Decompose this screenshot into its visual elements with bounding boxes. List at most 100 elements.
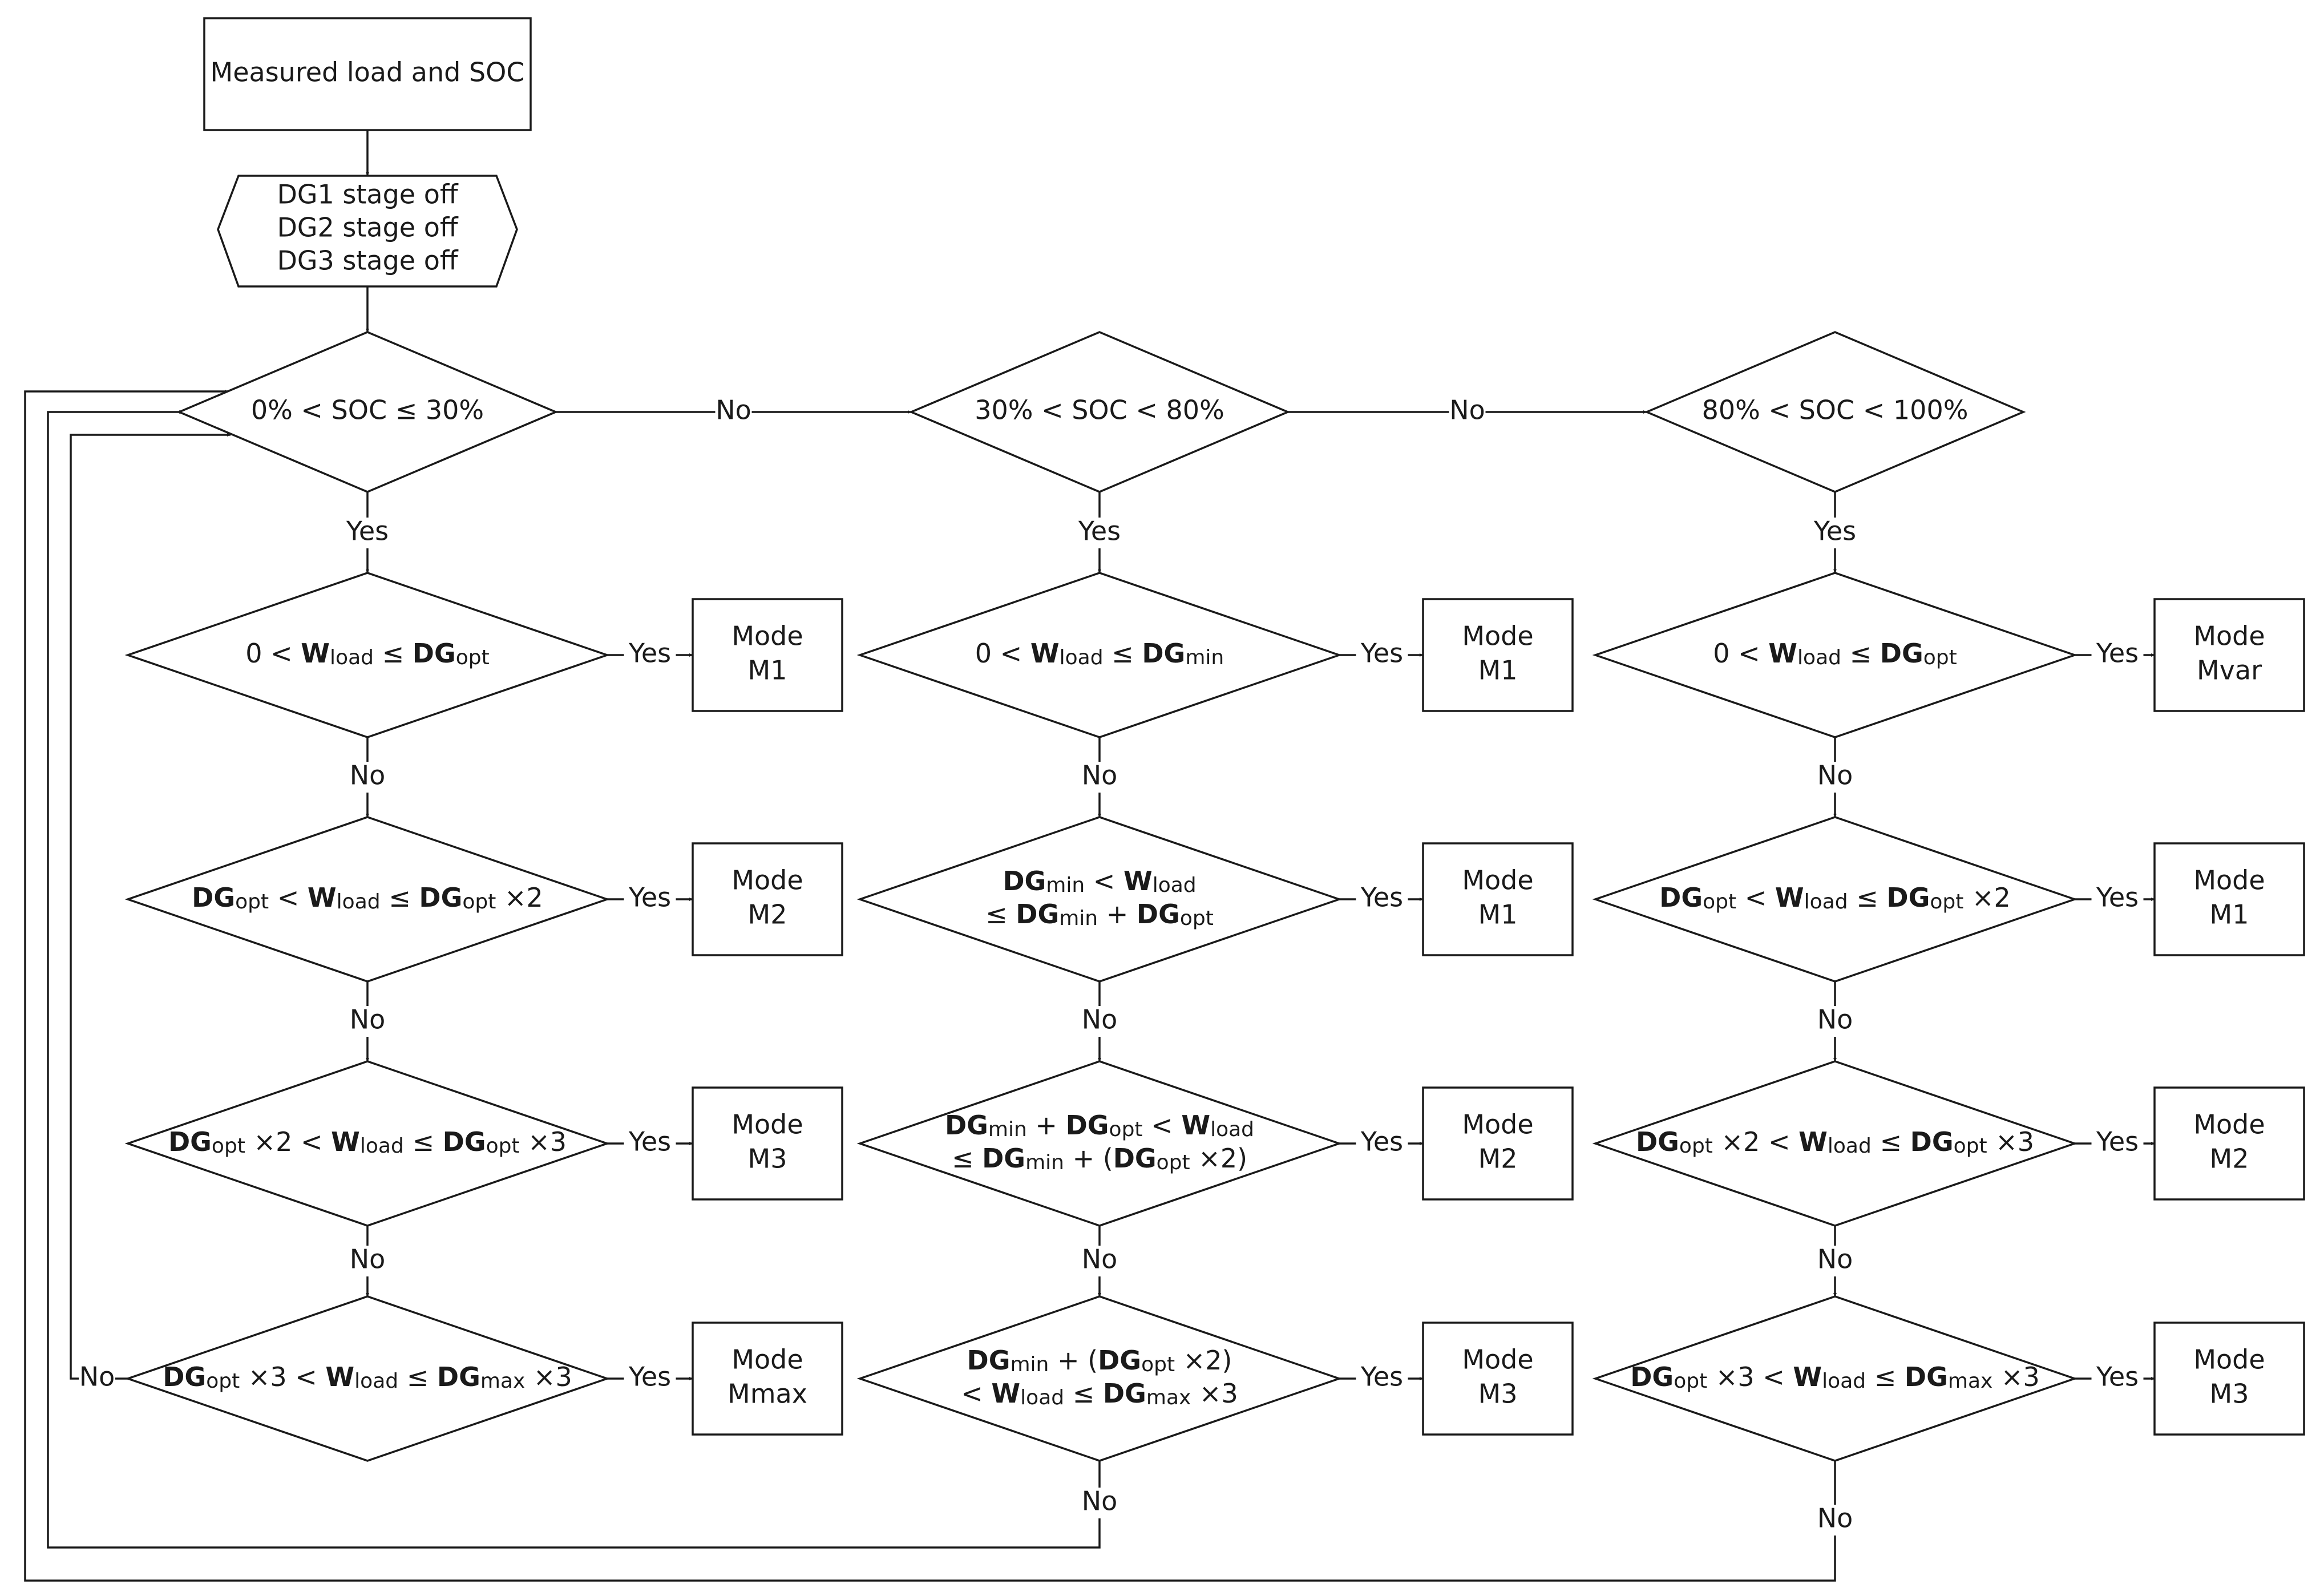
- col1-condition-2-seg-1-3: <: [269, 882, 308, 913]
- col3-mode-word-1: Mode: [2193, 621, 2265, 652]
- col3-condition-3-yes-label: Yes: [2096, 1126, 2139, 1157]
- col1-condition-2-seg-1-4: W: [308, 882, 337, 913]
- col2-condition-4-line-1: DGmin + (DGopt ×2): [967, 1345, 1232, 1377]
- soc-diamond-1: [176, 331, 559, 493]
- col3-condition-2-seg-1-6: ≤: [1848, 882, 1887, 913]
- col1-condition-4-seg-1-1: DG: [163, 1361, 206, 1392]
- col1-mode-name-2: M2: [748, 899, 787, 930]
- col3-mode-word-4: Mode: [2193, 1344, 2265, 1375]
- col1-condition-1-no-label: No: [350, 760, 386, 791]
- col2-condition-2-no-label: No: [1082, 1004, 1118, 1035]
- col2-mode-name-2: M1: [1478, 899, 1518, 930]
- col3-condition-3-seg-1-5: load: [1828, 1134, 1872, 1158]
- col2-condition-1-line-1: 0 < Wload ≤ DGmin: [975, 638, 1224, 670]
- col2-condition-2-yes-label: Yes: [1360, 882, 1403, 913]
- col3-condition-4-seg-1-3: ×3 <: [1707, 1361, 1793, 1392]
- col2-condition-3-seg-1-1: DG: [945, 1110, 988, 1141]
- col3-condition-4-yes-label: Yes: [2096, 1361, 2139, 1392]
- col3-mode-name-3: M2: [2210, 1144, 2249, 1174]
- col2-mode-word-2: Mode: [1462, 865, 1533, 896]
- loop-col2-no-label: No: [1082, 1486, 1118, 1517]
- col2-condition-2-seg-2-3: min: [1059, 907, 1098, 930]
- col2-condition-4-seg-2-1: <: [961, 1378, 991, 1409]
- col2-condition-3-seg-1-6: <: [1143, 1110, 1182, 1141]
- soc2-yes-label-bg: [1073, 518, 1126, 548]
- col2-condition-2-line-1: DGmin < Wload: [1003, 866, 1196, 898]
- col3-condition-1-diamond: [1592, 572, 2078, 738]
- col2-mode-name-3: M2: [1478, 1144, 1518, 1174]
- col3-condition-3-yes-label-bg: [2091, 1128, 2144, 1159]
- col3-condition-1-seg-1-5: DG: [1880, 638, 1923, 669]
- col2-condition-2-seg-2-6: opt: [1180, 907, 1214, 930]
- col3-condition-4-yes-label-bg: [2091, 1363, 2144, 1394]
- col3-condition-1-seg-1-3: load: [1797, 646, 1841, 669]
- col2-condition-1-seg-1-6: min: [1185, 646, 1224, 669]
- col3-condition-3-seg-1-8: opt: [1954, 1134, 1987, 1158]
- col3-condition-1-line-1: 0 < Wload ≤ DGopt: [1713, 638, 1957, 670]
- col2-condition-4-seg-1-6: ×2): [1175, 1345, 1232, 1376]
- col2-condition-2-seg-1-2: min: [1046, 874, 1085, 897]
- col1-condition-1-seg-1-4: ≤: [374, 638, 413, 669]
- col1-mode-name-3: M3: [748, 1144, 787, 1174]
- col1-condition-3-seg-1-2: opt: [212, 1134, 245, 1158]
- col2-condition-1-yes-label: Yes: [1360, 638, 1403, 669]
- col1-mode-word-2: Mode: [731, 865, 803, 896]
- col3-condition-2-line-1: DGopt < Wload ≤ DGopt ×2: [1659, 882, 2011, 914]
- col2-condition-4-yes-label-bg: [1356, 1363, 1408, 1394]
- col3-mode-box-3: [2153, 1086, 2305, 1201]
- col2-condition-3-seg-1-3: +: [1027, 1110, 1066, 1141]
- prep-line-1: DG1 stage off: [277, 179, 458, 210]
- col2-condition-3-seg-1-8: load: [1210, 1118, 1254, 1141]
- soc-diamond-3: [1644, 331, 2026, 493]
- col2-condition-1-seg-1-2: W: [1030, 638, 1060, 669]
- col3-condition-3-no-label: No: [1817, 1244, 1853, 1275]
- col1-condition-2-no-label: No: [350, 1004, 386, 1035]
- col1-condition-3-yes-label: Yes: [628, 1126, 671, 1157]
- col3-mode-box-4: [2153, 1322, 2305, 1436]
- col1-mode-box-3: [692, 1086, 843, 1201]
- col3-condition-2-yes-label-bg: [2091, 884, 2144, 915]
- col1-condition-4-seg-1-4: W: [325, 1361, 354, 1392]
- soc1-no-label-bg: [715, 397, 752, 427]
- loop-col1-no-label-bg: [79, 1363, 115, 1394]
- col1-condition-4-seg-1-8: max: [480, 1369, 525, 1393]
- col3-condition-3-line-1: DGopt ×2 < Wload ≤ DGopt ×3: [1636, 1126, 2034, 1158]
- col2-condition-3-seg-1-7: W: [1181, 1110, 1210, 1141]
- col3-mode-name-2: M1: [2210, 899, 2249, 930]
- col1-condition-1-line-1: 0 < Wload ≤ DGopt: [245, 638, 490, 670]
- col2-condition-4-seg-1-1: DG: [967, 1345, 1011, 1376]
- col1-condition-1-seg-1-3: load: [330, 646, 374, 669]
- col1-condition-3-seg-1-1: DG: [168, 1126, 212, 1157]
- soc1-yes-label: Yes: [346, 516, 389, 547]
- col1-condition-4-seg-1-3: ×3 <: [240, 1361, 325, 1392]
- col3-condition-4-seg-1-6: ≤: [1866, 1361, 1905, 1392]
- col3-condition-1-no-label-bg: [1817, 762, 1853, 793]
- col2-mode-word-1: Mode: [1462, 621, 1533, 652]
- col2-condition-4-diamond: [856, 1295, 1343, 1462]
- col2-condition-2-seg-1-4: W: [1123, 866, 1153, 896]
- col1-condition-3-seg-1-6: ≤: [404, 1126, 443, 1157]
- col3-condition-3-seg-1-2: opt: [1679, 1134, 1713, 1158]
- col1-condition-4-yes-label-bg: [624, 1363, 676, 1394]
- col1-condition-3-seg-1-7: DG: [443, 1126, 486, 1157]
- col1-condition-1-seg-1-6: opt: [456, 646, 490, 669]
- col1-condition-2-line-1: DGopt < Wload ≤ DGopt ×2: [192, 882, 543, 914]
- loop-col3-no-label-bg: [1817, 1505, 1853, 1536]
- col2-condition-2-no-label-bg: [1081, 1006, 1118, 1037]
- col1-condition-2-seg-1-2: opt: [235, 890, 269, 914]
- col1-condition-3-no-label: No: [350, 1244, 386, 1275]
- col3-condition-4-seg-1-2: opt: [1674, 1369, 1707, 1393]
- col3-condition-2-seg-1-4: W: [1775, 882, 1804, 913]
- col3-condition-1-no-label: No: [1817, 760, 1853, 791]
- col1-condition-4-seg-1-7: DG: [437, 1361, 480, 1392]
- col3-condition-4-seg-1-9: ×3: [1992, 1361, 2039, 1392]
- col2-condition-2-seg-2-1: ≤: [985, 899, 1016, 930]
- col1-condition-2-no-label-bg: [349, 1006, 386, 1037]
- col3-condition-3-no-label-bg: [1817, 1246, 1853, 1276]
- col2-condition-2-seg-1-5: load: [1153, 874, 1197, 897]
- col2-condition-4-seg-2-2: W: [991, 1378, 1020, 1409]
- soc2-no-label: No: [1449, 395, 1485, 426]
- col1-condition-1-yes-label-bg: [624, 640, 676, 670]
- col1-mode-word-1: Mode: [731, 621, 803, 652]
